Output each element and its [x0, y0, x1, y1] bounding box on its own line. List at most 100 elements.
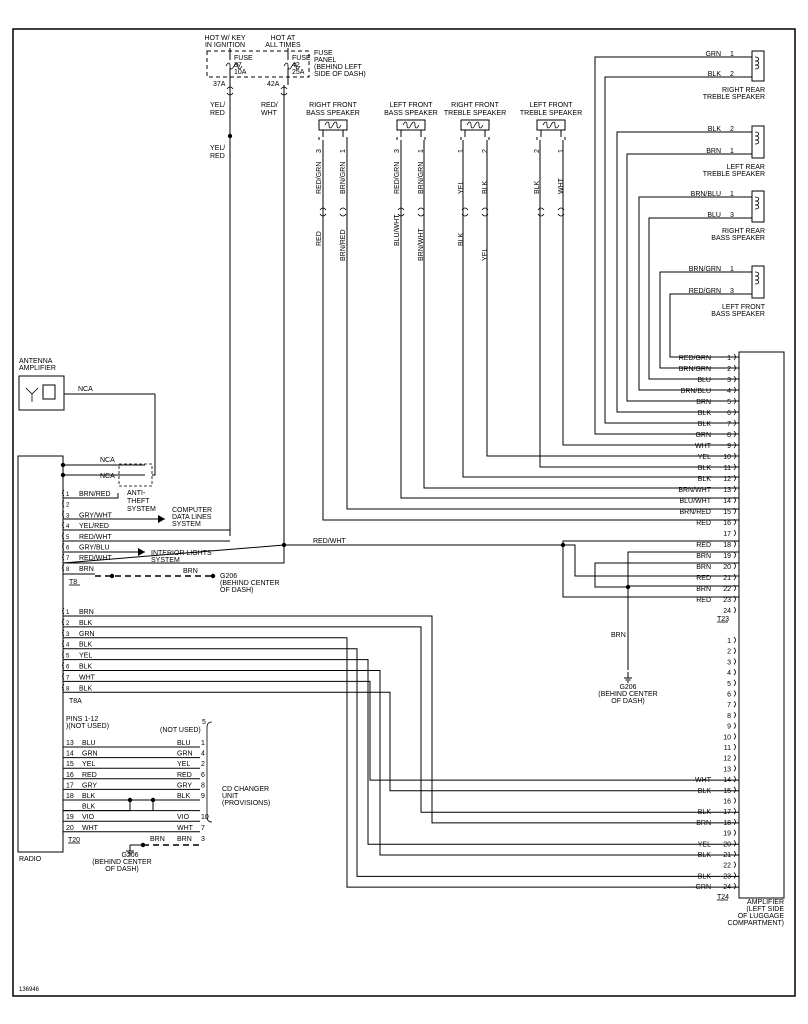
connector-break [280, 86, 288, 96]
cd-pin: 10 [201, 814, 209, 821]
speaker-wire [562, 545, 739, 598]
fuse-hot-label: HOT AT [271, 35, 296, 42]
t23-pin-color: BRN [696, 586, 711, 593]
t24-pin-color: YEL [698, 841, 711, 848]
t20-pin-color: BLK [82, 793, 96, 800]
speaker-pin: 3 [730, 288, 734, 295]
t8-pin-number: 3 [66, 513, 70, 519]
speaker-pin: 2 [730, 71, 734, 78]
t8a-pin-number: 2 [66, 621, 70, 627]
t20-note: (NOT USED) [160, 727, 201, 734]
speaker-wire [669, 293, 739, 358]
diagram-border [12, 28, 796, 997]
t8a-pin-number: 8 [66, 686, 70, 692]
amplifier-body [738, 351, 785, 899]
t23-pin-number: 12 [723, 476, 731, 483]
t23-pin-color: BRN/GRN [679, 366, 711, 373]
wire-color-label: WHT [261, 110, 278, 117]
cd-pin-color: RED [177, 772, 192, 779]
fuse-37-label: 10A [234, 69, 247, 76]
t23-pin-number: 15 [723, 509, 731, 516]
wire-color-label: YEL/ [210, 102, 225, 109]
connector-pin [62, 543, 65, 550]
t24-pin-color: BLK [698, 852, 712, 859]
wire-color-label: YEL [458, 181, 465, 194]
t23-pin-color: YEL [698, 454, 711, 461]
t23-pin-number: 4 [727, 388, 731, 395]
ground-label: G206 [619, 684, 636, 691]
t23-pin-color: RED/GRN [679, 355, 711, 362]
t23-pin-number: 9 [727, 443, 731, 450]
cd-pin: 4 [201, 751, 205, 758]
cd-pin: 7 [201, 825, 205, 832]
t24-pin-number: 21 [723, 852, 731, 859]
amplifier-label: OF LUGGAGE [738, 913, 785, 920]
t8-pin-number: 6 [66, 546, 70, 552]
t23-pin-color: BLK [698, 410, 712, 417]
speaker-wire [423, 140, 739, 489]
t8-pin-color: RED/WHT [79, 555, 112, 562]
t23-pin-color: BRN/WHT [678, 487, 711, 494]
wire-color-label: BRN [611, 632, 626, 639]
t20-pin-color: BLU [82, 740, 96, 747]
speaker-pin: 3 [316, 149, 323, 153]
speaker-wire [563, 544, 739, 577]
splice-dot [210, 573, 216, 579]
t24-pin-number: 15 [723, 788, 731, 795]
t24-pin-number: 13 [723, 766, 731, 773]
speaker-pin: 3 [394, 149, 401, 153]
wire-color-label: BRN/BLU [691, 191, 721, 198]
connector-pin [733, 430, 736, 438]
t23-pin-color: BRN [696, 564, 711, 571]
speaker-body [751, 125, 765, 159]
ground-label: OF DASH) [220, 587, 253, 594]
t24-pin-number: 8 [727, 713, 731, 720]
connector-pin [62, 684, 65, 691]
speaker-wire [562, 540, 739, 545]
speaker-name: BASS SPEAKER [711, 311, 765, 318]
connector-pin [733, 647, 736, 654]
red-wht-wire [62, 544, 285, 564]
t8a-pin-number: 4 [66, 643, 70, 649]
t24-pin-number: 23 [723, 873, 731, 880]
connector-pin [733, 840, 736, 847]
fuse-panel-box [206, 50, 310, 78]
t24-pin-number: 2 [727, 649, 731, 656]
coil-symbol [324, 121, 342, 129]
connector-pin [62, 651, 65, 658]
amplifier-label: (LEFT SIDE [746, 906, 784, 913]
t24-pin-color: BLK [698, 809, 712, 816]
t8-pin-number: 8 [66, 567, 70, 573]
splice-dot [60, 462, 66, 468]
wire-color-label: RED/GRN [394, 162, 401, 194]
fuse-42-label: 25A [292, 69, 305, 76]
t20-pin-number: 15 [66, 761, 74, 768]
speaker-name: LEFT REAR [727, 164, 765, 171]
wire-color-label: BLU [707, 212, 721, 219]
t20-connector-label: T20 [68, 837, 80, 844]
connector-pin [733, 722, 736, 729]
ground-label: (BEHIND CENTER [598, 691, 658, 698]
t8a-speaker-wire [63, 615, 739, 824]
speaker-pin: 1 [558, 149, 565, 153]
wire-color-label: BRN/GRN [340, 162, 347, 194]
t8a-pin-color: BLK [79, 642, 93, 649]
speaker-wire [562, 140, 739, 446]
connector-pin [62, 532, 65, 540]
t23-pin-color: RED [696, 597, 711, 604]
connector-pin [733, 658, 736, 665]
wire-color-label: BLK [534, 180, 541, 194]
speaker-name: BASS SPEAKER [711, 235, 765, 242]
connector-pin [62, 511, 65, 518]
speaker-name: BASS SPEAKER [384, 110, 438, 117]
t24-pin-color: BLK [698, 873, 712, 880]
ground-label: (BEHIND CENTER [92, 859, 152, 866]
speaker-wire [616, 131, 739, 413]
t24-pin-number: 5 [727, 681, 731, 688]
speaker-name: RIGHT REAR [722, 87, 765, 94]
connector-pin [733, 353, 736, 361]
speaker-wire [648, 217, 739, 380]
connector-pin [62, 553, 65, 561]
cd-wire [63, 800, 131, 812]
fuse-output-label: 42A [267, 81, 280, 88]
